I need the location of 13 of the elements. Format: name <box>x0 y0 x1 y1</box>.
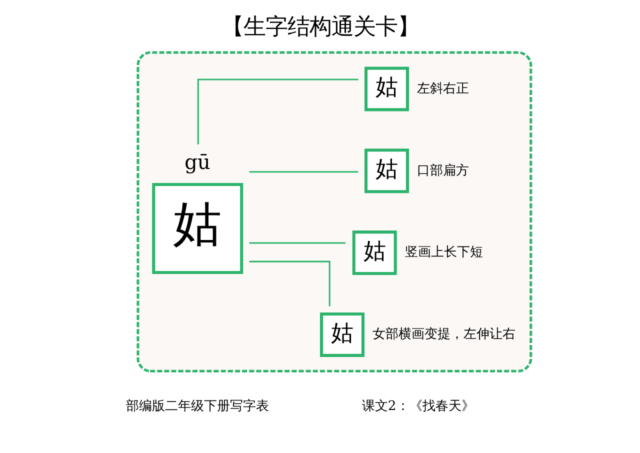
diagram-title: 【生字结构通关卡】 <box>221 14 419 40</box>
connector <box>196 78 358 144</box>
node-label: 女部横画变提，左伸让右 <box>372 327 516 342</box>
connector <box>248 171 358 173</box>
node-label: 竖画上长下短 <box>404 245 482 260</box>
connector <box>248 260 330 306</box>
node-label: gū <box>184 150 210 174</box>
node-label: 左斜右正 <box>416 81 469 96</box>
node-label: 口部扁方 <box>416 163 469 178</box>
connector <box>248 242 345 244</box>
label: 部编版二年级下册写字表 <box>126 398 269 414</box>
label: 课文2：《找春天》 <box>361 398 474 414</box>
cluster <box>136 51 532 372</box>
